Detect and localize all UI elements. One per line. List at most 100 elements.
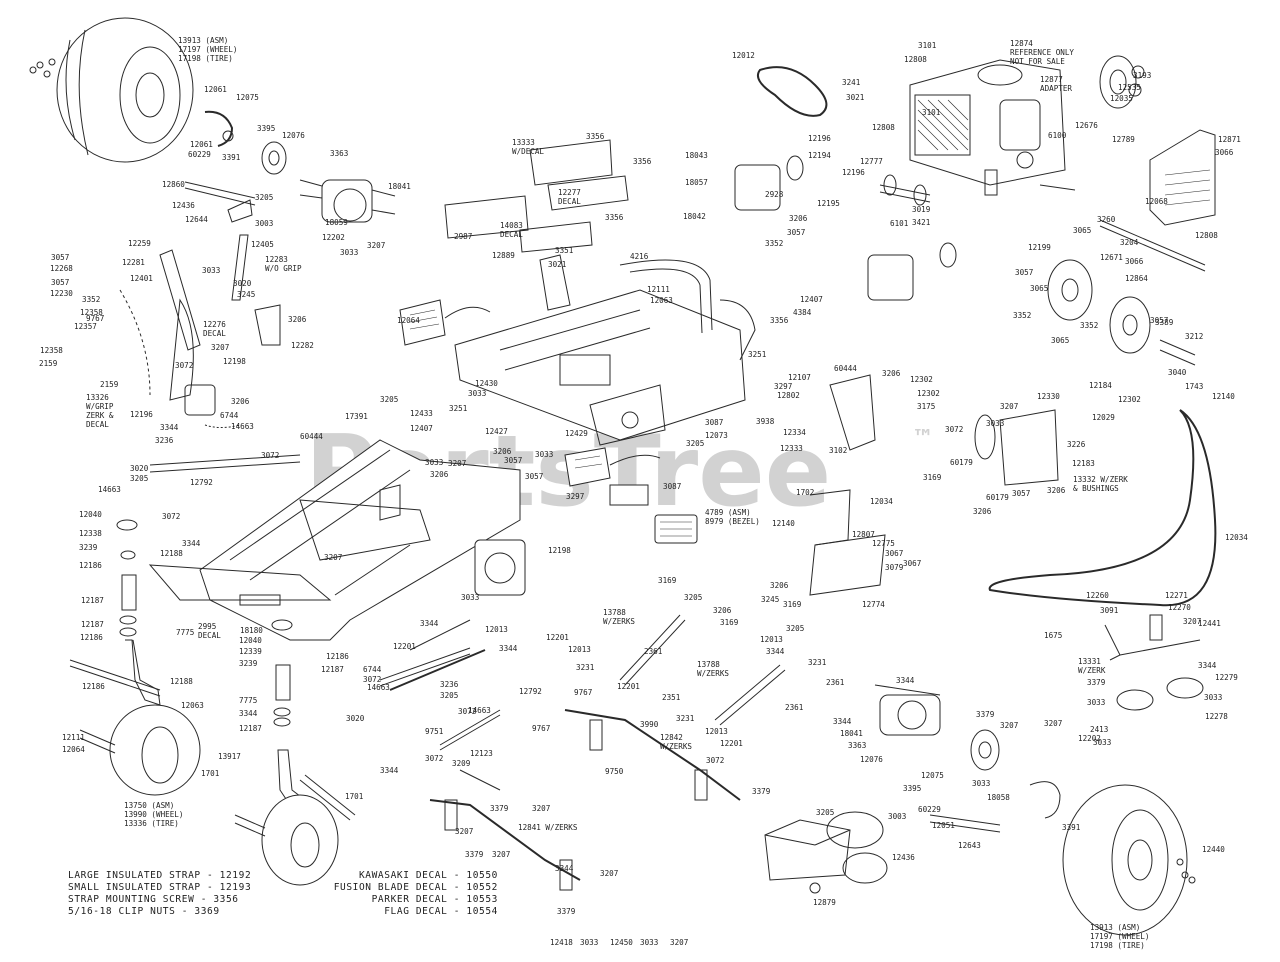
part-number-label: 3356	[770, 316, 789, 325]
part-number-label: 3033	[972, 779, 990, 788]
part-number-label: 3239	[239, 659, 258, 668]
part-number-label: 12808	[1195, 231, 1218, 240]
part-number-label: 3193	[1133, 71, 1151, 80]
part-number-label: 12889	[492, 251, 515, 260]
callout-zerk-13332: 13332 W/ZERK& BUSHINGS	[1073, 475, 1128, 493]
part-number-label: 12802	[777, 391, 800, 400]
steering-linkages	[379, 614, 786, 891]
part-number-label: 12535	[1118, 83, 1141, 92]
callout-zerks-12841: 12841 W/ZERKS	[518, 823, 578, 832]
part-number-label: 12076	[282, 131, 305, 140]
part-number-label: 12013	[760, 635, 783, 644]
part-number-label: 12051	[932, 821, 955, 830]
steering-controls	[119, 234, 301, 473]
part-number-label: 60179	[950, 458, 973, 467]
part-number-label: 12676	[1075, 121, 1098, 130]
part-number-label: 12333	[780, 444, 803, 453]
part-number-label: 3297	[774, 382, 792, 391]
part-number-label: 3072	[175, 361, 193, 370]
part-number-label: 3206	[1047, 486, 1066, 495]
part-number-label: 3421	[912, 218, 931, 227]
part-number-label: 3207	[532, 804, 550, 813]
part-number-label: 12427	[485, 427, 508, 436]
callout-wheel-tl: 13913 (ASM)17197 (WHEEL)17198 (TIRE)	[178, 36, 237, 63]
part-number-label: 3206	[770, 581, 789, 590]
part-number-label: 3101	[922, 108, 941, 117]
part-number-label: 12792	[190, 478, 213, 487]
part-number-label: 3379	[490, 804, 509, 813]
part-number-label: 12186	[82, 682, 105, 691]
part-number-label: 12338	[79, 529, 102, 538]
part-number-label: 12187	[81, 620, 104, 629]
part-number-label: 3207	[1183, 617, 1201, 626]
part-number-label: 3379	[976, 710, 995, 719]
part-number-label: 12270	[1168, 603, 1191, 612]
part-number-label: 3344	[380, 766, 399, 775]
part-number-label: 3206	[288, 315, 307, 324]
part-number-label: 12433	[410, 409, 433, 418]
rear-wheel-left	[29, 17, 194, 163]
hub-assembly-left	[184, 110, 396, 223]
part-number-label: 3231	[576, 663, 595, 672]
part-number-label: 60179	[986, 493, 1009, 502]
part-number-label: 2159	[100, 380, 119, 389]
part-number-label: 12330	[1037, 392, 1060, 401]
caster-left	[69, 519, 201, 796]
part-number-label: 12671	[1100, 253, 1123, 262]
part-number-label: 60444	[834, 364, 857, 373]
part-number-label: 12111	[647, 285, 670, 294]
part-number-label: 18042	[683, 212, 706, 221]
part-number-label: 3344	[766, 647, 785, 656]
part-number-label: 60229	[188, 150, 211, 159]
part-number-label: 3066	[1215, 148, 1234, 157]
part-number-label: 2351	[662, 693, 681, 702]
part-number-label: 3207	[1000, 721, 1018, 730]
part-number-label: 3344	[420, 619, 439, 628]
transmission-right	[874, 684, 1061, 833]
part-number-label: 3241	[842, 78, 861, 87]
part-number-label: 3067	[885, 549, 903, 558]
part-number-label: 12061	[204, 85, 227, 94]
part-number-label: 3057	[504, 456, 522, 465]
part-number-label: 12775	[872, 539, 895, 548]
part-number-label: 3033	[461, 593, 479, 602]
part-number-label: 18059	[325, 218, 348, 227]
part-number-label: 3003	[255, 219, 273, 228]
part-number-labels: 3101128083193125351203512012324130213101…	[39, 41, 1248, 947]
part-number-label: 3169	[783, 600, 802, 609]
part-number-label: 18043	[685, 151, 708, 160]
part-number-label: 9767	[532, 724, 550, 733]
part-number-label: 12195	[817, 199, 840, 208]
part-number-label: 3169	[923, 473, 942, 482]
part-number-label: 12407	[800, 295, 823, 304]
cover-panels	[444, 139, 629, 253]
callout-bezel: 4789 (ASM)8979 (BEZEL)	[705, 508, 760, 526]
part-number-label: 12013	[485, 625, 508, 634]
part-number-label: 12035	[1110, 94, 1133, 103]
part-number-label: 3395	[257, 124, 275, 133]
part-number-label: 3102	[829, 446, 847, 455]
part-number-label: 14663	[468, 706, 491, 715]
part-number-label: 3379	[752, 787, 771, 796]
part-number-label: 18057	[685, 178, 708, 187]
part-number-label: 3389	[1155, 318, 1174, 327]
part-number-label: 3344	[239, 709, 258, 718]
part-number-label: 12282	[291, 341, 314, 350]
part-number-label: 12186	[326, 652, 349, 661]
part-number-label: 12196	[130, 410, 153, 419]
decal-legend: KAWASAKI DECAL - 10550 FUSION BLADE DECA…	[334, 870, 498, 917]
part-number-label: 2159	[39, 359, 58, 368]
part-number-label: 3101	[918, 41, 937, 50]
part-number-label: 3207	[1044, 719, 1062, 728]
part-number-label: 3207	[211, 343, 229, 352]
part-number-label: 3169	[658, 576, 677, 585]
part-number-label: 3391	[222, 153, 241, 162]
strap-legend: LARGE INSULATED STRAP - 12192 SMALL INSU…	[68, 870, 251, 917]
part-number-label: 3205	[255, 193, 273, 202]
part-number-label: 12068	[1145, 197, 1168, 206]
